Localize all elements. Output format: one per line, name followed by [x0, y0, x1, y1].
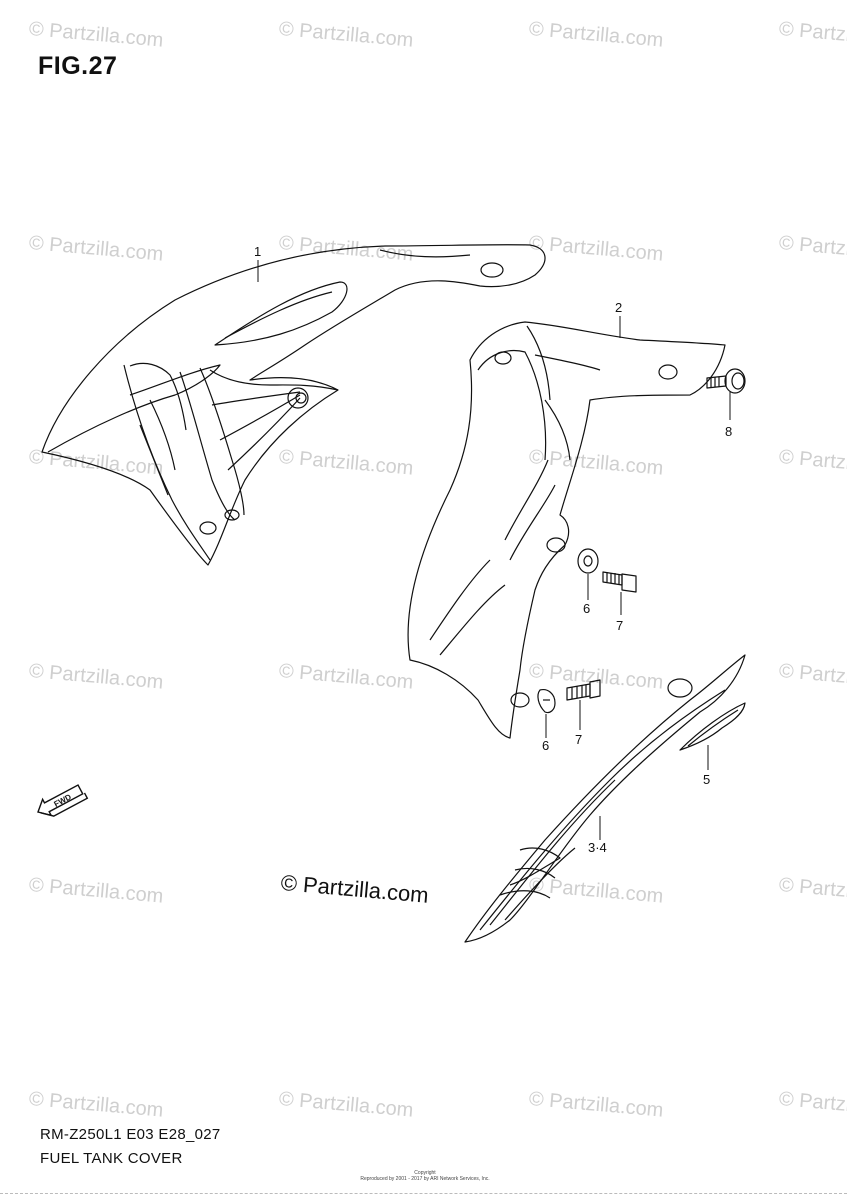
- diagram-name: FUEL TANK COVER: [40, 1150, 183, 1167]
- forward-arrow-icon: FWD: [37, 784, 89, 817]
- part-6-clip: [537, 689, 556, 714]
- footer-line-2: Reproduced by 2001 - 2017 by ARI Network…: [360, 1176, 490, 1182]
- callout-5: 5: [703, 772, 710, 787]
- figure-title: FIG.27: [38, 52, 118, 80]
- callout-6: 6: [542, 738, 549, 753]
- callout-8: 8: [725, 424, 732, 439]
- part-5-emblem: [679, 702, 746, 751]
- leader-lines: [257, 260, 731, 840]
- footer-line-1: Copyright: [414, 1170, 436, 1176]
- callout-1: 1: [254, 244, 261, 259]
- part-8-screw: [706, 368, 746, 394]
- part-7-bolt: [602, 571, 637, 593]
- callout-3-4: 3·4: [588, 840, 607, 855]
- part-3-4-radiator-panel: [464, 654, 746, 943]
- callout-7: 7: [575, 732, 582, 747]
- copyright-footer: Copyright Reproduced by 2001 - 2017 by A…: [330, 1170, 520, 1182]
- callout-7: 7: [616, 618, 623, 633]
- part-1-left-shroud: [41, 244, 546, 566]
- callout-2: 2: [615, 300, 622, 315]
- part-7-bolt: [566, 679, 601, 701]
- page-bottom-divider: [0, 1193, 847, 1194]
- part-6-washer: [577, 548, 599, 574]
- diagram-code: RM-Z250L1 E03 E28_027: [40, 1126, 221, 1143]
- callout-6: 6: [583, 601, 590, 616]
- part-2-right-shroud: [407, 321, 726, 739]
